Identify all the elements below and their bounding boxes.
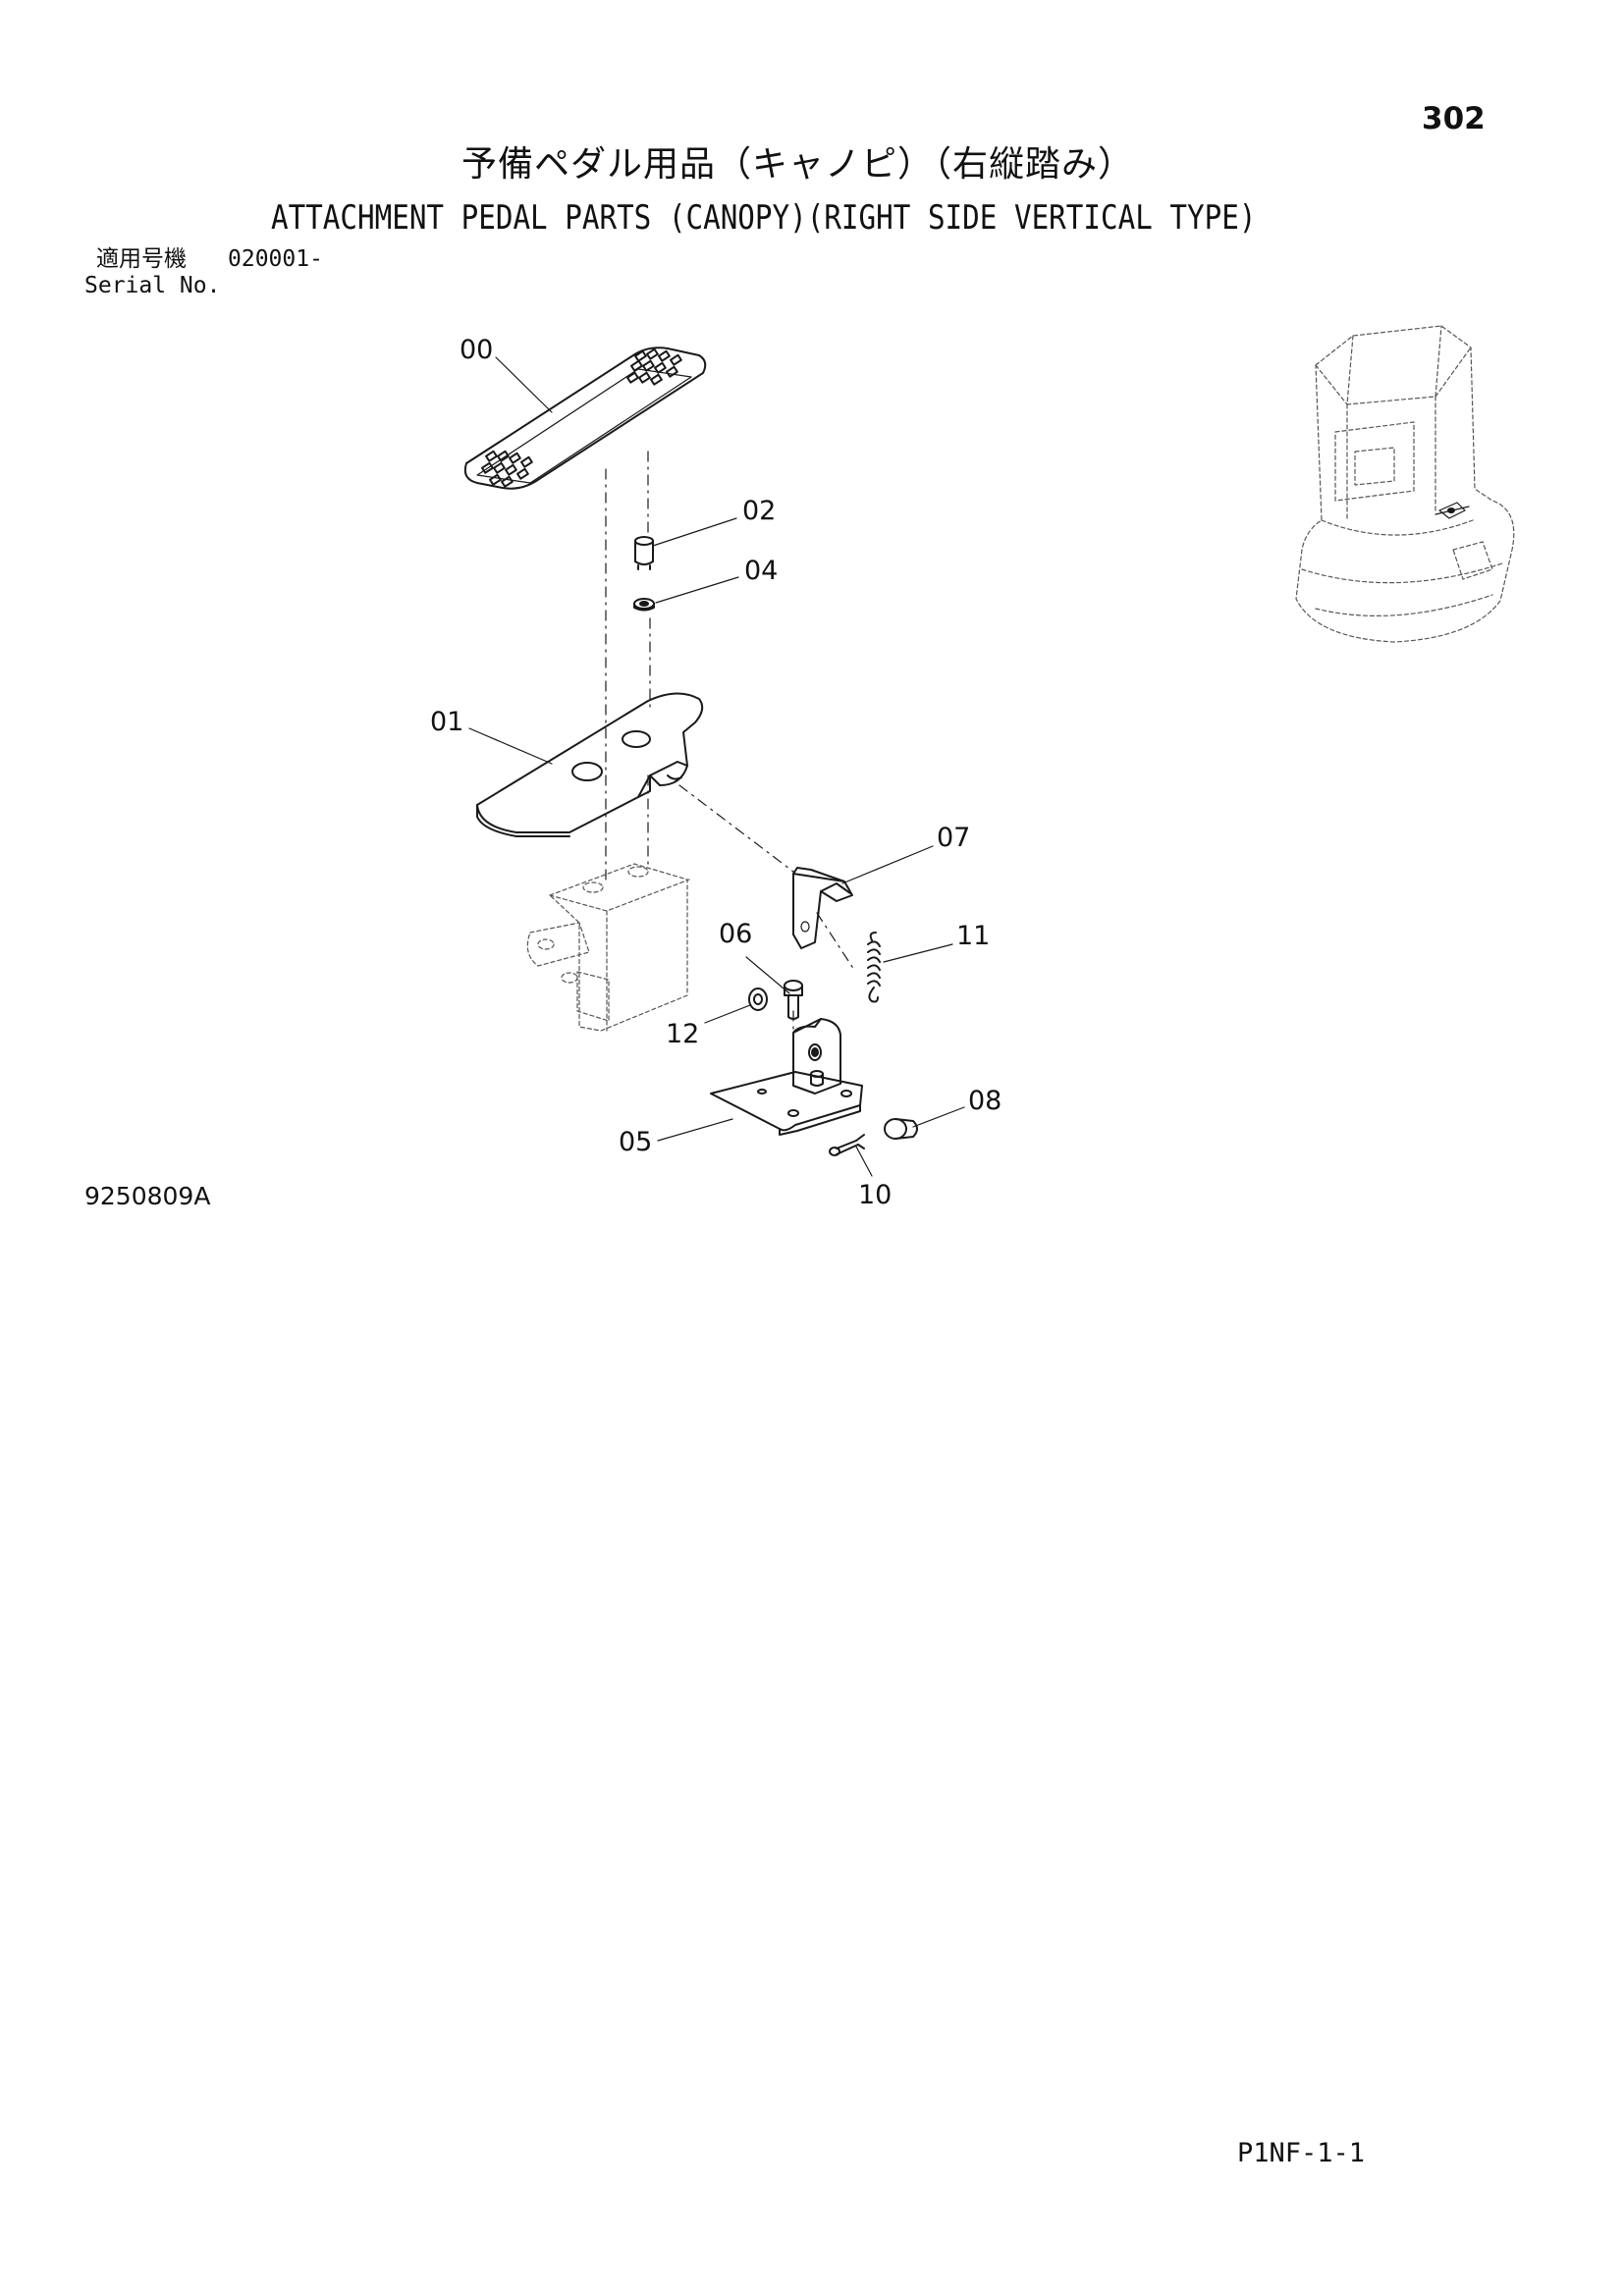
part-05-base-bracket [710,1018,863,1136]
callout-11: 11 [956,921,991,951]
leader-lines [468,356,965,1177]
callout-12: 12 [666,1019,700,1049]
callout-02: 02 [742,496,777,526]
leader-00 [495,356,553,413]
callout-01: 01 [430,707,464,737]
part-01-pedal [476,692,704,837]
callout-08: 08 [968,1086,1002,1116]
callout-10: 10 [858,1180,893,1210]
part-06-bolt [784,980,803,1020]
part-10-cotter-pin [829,1134,865,1156]
leader-07 [841,845,934,884]
leader-08 [912,1106,965,1128]
page-code: P1NF-1-1 [1237,2138,1366,2168]
assembly-center-lines [605,451,855,1061]
leader-10 [855,1146,873,1177]
callout-07: 07 [937,823,971,853]
serial-label-english: Serial No. [84,273,221,298]
leader-11 [883,943,953,963]
part-08-pin [884,1118,918,1140]
part-11-spring [867,932,881,1003]
leader-12 [704,1004,751,1024]
machine-location-thumbnail [1295,325,1515,643]
leader-05 [657,1118,733,1142]
callout-06: 06 [719,919,753,949]
leader-06 [745,956,790,994]
callout-00: 00 [460,335,494,365]
part-07-bracket [792,867,853,949]
pilot-valve-body [526,863,690,1032]
leader-04 [655,576,739,604]
leader-01 [468,727,553,765]
part-00-pedal-pad [463,347,707,490]
page-title-japanese: 予備ペダル用品（キャノピ）（右縦踏み） [461,144,1135,185]
drawing-number: 9250809A [84,1182,211,1210]
serial-value: 020001- [228,246,323,272]
part-04-washer [633,598,655,612]
part-12-washer [748,988,768,1011]
part-02-bolt [634,536,654,570]
page-number: 302 [1422,101,1486,136]
page-title-english: ATTACHMENT PEDAL PARTS (CANOPY)(RIGHT SI… [271,198,1257,238]
leader-02 [652,517,737,547]
callout-04: 04 [744,556,779,586]
callout-05: 05 [619,1127,653,1157]
serial-label-japanese: 適用号機 [96,246,187,272]
